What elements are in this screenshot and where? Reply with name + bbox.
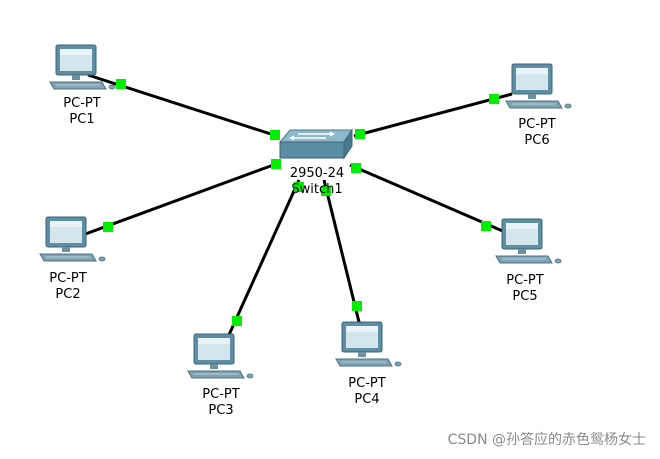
pc6-model: PC-PT [518,117,556,132]
link-status-layer [103,79,499,326]
link-status-dot-switch-pc1 [270,130,280,140]
link-status-dot-switch-pc2 [271,159,281,169]
pc2-model: PC-PT [49,271,87,286]
link-pc5-switch1[interactable] [349,163,506,234]
link-status-dot-pc6 [489,94,499,104]
pc3-model: PC-PT [202,387,240,402]
link-status-dot-switch-pc6 [355,129,365,139]
link-pc6-switch1[interactable] [353,92,513,138]
pc3-label: PC-PT PC3 [176,387,266,419]
pc3-name: PC3 [208,403,234,418]
pc2-label: PC-PT PC2 [23,271,113,303]
pc4-name: PC4 [354,392,380,407]
link-pc4-switch1[interactable] [322,179,361,323]
pc5-icon[interactable] [495,218,562,264]
switch1-label: 2950-24 Switch1 [272,166,362,198]
link-status-dot-switch-pc4 [321,186,331,196]
links-layer [79,73,513,338]
pc1-name: PC1 [69,112,95,127]
link-status-dot-pc4 [352,301,362,311]
pc6-icon[interactable] [505,63,572,109]
link-status-dot-switch-pc5 [351,163,361,173]
pc6-label: PC-PT PC6 [492,117,582,149]
pc4-label: PC-PT PC4 [322,376,412,408]
pc2-icon[interactable] [39,216,106,262]
pc4-model: PC-PT [348,376,386,391]
switch1-name: Switch1 [291,182,343,197]
pc1-model: PC-PT [63,96,101,111]
pc5-name: PC5 [512,289,538,304]
link-status-dot-pc5 [481,221,491,231]
link-status-dot-pc2 [103,222,113,232]
pc5-model: PC-PT [506,273,544,288]
pc1-label: PC-PT PC1 [37,96,127,128]
switch1-model: 2950-24 [289,166,345,181]
pc3-icon[interactable] [187,333,254,379]
link-status-dot-pc3 [232,316,242,326]
link-status-dot-switch-pc3 [294,182,304,192]
pc5-label: PC-PT PC5 [480,273,570,305]
link-pc3-switch1[interactable] [226,179,301,338]
pc1-icon[interactable] [49,44,116,90]
pc4-icon[interactable] [335,321,402,367]
watermark: CSDN @孙答应的赤色鸳杨女士 [447,432,646,448]
switch-icon[interactable] [279,129,353,159]
link-status-dot-pc1 [116,79,126,89]
pc2-name: PC2 [55,287,81,302]
pc6-name: PC6 [524,133,550,148]
